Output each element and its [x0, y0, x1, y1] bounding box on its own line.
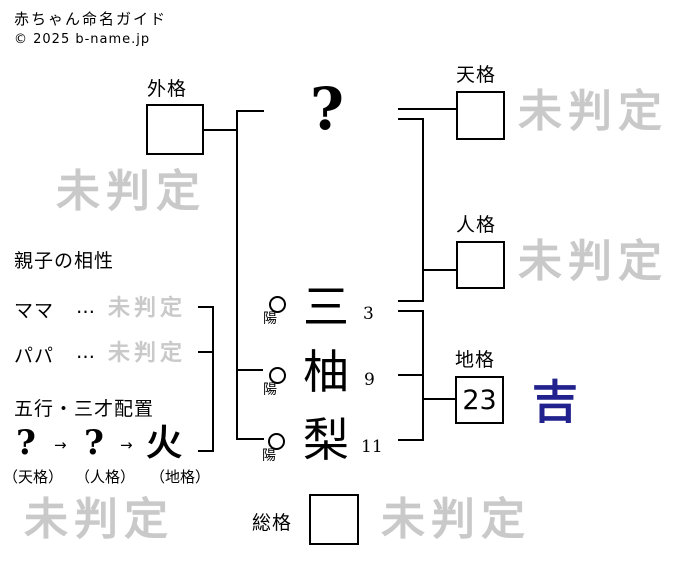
gaikaku-bracket-top-stub — [238, 110, 264, 112]
gogyou-paren-jinkaku: （人格） — [75, 468, 136, 486]
soukaku-box — [309, 494, 359, 545]
gogyou-arrow-icon: → — [54, 436, 67, 454]
papa-result-watermark: 未判定 — [108, 340, 187, 366]
jinkaku-box — [456, 241, 505, 289]
chikaku-value: 23 — [462, 384, 497, 416]
gaikaku-label: 外格 — [147, 78, 188, 100]
tenkaku-box-connector — [398, 108, 456, 110]
chikaku-label: 地格 — [455, 349, 496, 371]
compat-bracket-mama-stub — [198, 306, 212, 308]
copyright-text: © 2025 b-name.jp — [14, 32, 151, 47]
gogyou-element-jinkaku: ? — [84, 423, 104, 463]
soukaku-result-watermark: 未判定 — [381, 494, 531, 545]
jinkaku-bracket-bottom-stub — [398, 300, 424, 302]
papa-label: パパ — [14, 345, 55, 367]
gogyou-arrow-icon: → — [120, 436, 133, 454]
tenkaku-label: 天格 — [456, 64, 497, 86]
gaikaku-box — [146, 104, 204, 155]
name-char-2: 柚 — [303, 345, 349, 399]
gogyou-element-tenkaku: ? — [16, 423, 36, 463]
compat-bracket-vline — [212, 306, 214, 452]
yinyang-label-1: 陽 — [263, 311, 277, 327]
gaikaku-result-watermark: 未判定 — [56, 166, 206, 217]
jinkaku-bracket-vline — [422, 118, 424, 302]
gaikaku-bracket-bottom-stub — [238, 438, 264, 440]
jinkaku-result-watermark: 未判定 — [518, 236, 668, 287]
yinyang-circle-icon — [269, 367, 286, 384]
bottom-left-watermark: 未判定 — [24, 494, 174, 545]
gogyou-element-chikaku: 火 — [146, 422, 183, 464]
yinyang-circle-icon — [269, 296, 286, 313]
surname-placeholder: ? — [310, 75, 344, 143]
mama-result-watermark: 未判定 — [108, 295, 187, 321]
gaikaku-bracket-vline — [236, 110, 238, 440]
mama-label: ママ — [14, 300, 55, 322]
chikaku-box-connector — [424, 398, 455, 400]
tenkaku-box — [456, 91, 505, 140]
gaikaku-bracket-mid-stub — [238, 369, 263, 371]
soukaku-label: 総格 — [252, 512, 293, 534]
yinyang-label-3: 陽 — [262, 448, 276, 464]
page-title: 赤ちゃん命名ガイド — [14, 10, 168, 28]
chikaku-box: 23 — [455, 376, 504, 424]
compat-bracket-papa-stub — [198, 351, 212, 353]
gogyou-heading: 五行・三才配置 — [14, 398, 155, 420]
stroke-count-1: 3 — [363, 304, 374, 324]
papa-dots: … — [76, 341, 96, 363]
gaikaku-box-connector — [202, 129, 236, 131]
stroke-count-2: 9 — [364, 370, 375, 390]
chikaku-bracket-bottom-stub — [398, 439, 424, 441]
yinyang-label-2: 陽 — [263, 382, 277, 398]
gogyou-paren-tenkaku: （天格） — [3, 468, 64, 486]
chikaku-bracket-top-stub — [398, 310, 424, 312]
name-char-1: 三 — [303, 280, 349, 334]
chikaku-bracket-mid-stub — [398, 374, 424, 376]
compat-bracket-gogyou-stub — [198, 450, 212, 452]
name-char-3: 梨 — [303, 413, 349, 467]
stroke-count-3: 11 — [361, 437, 383, 457]
jinkaku-label: 人格 — [456, 214, 497, 236]
jinkaku-box-connector — [424, 269, 456, 271]
yinyang-circle-icon — [268, 433, 285, 450]
compatibility-heading: 親子の相性 — [14, 250, 115, 272]
chikaku-result-kichi: 吉 — [532, 375, 578, 429]
gogyou-paren-chikaku: （地格） — [150, 468, 211, 486]
mama-dots: … — [76, 296, 96, 318]
tenkaku-result-watermark: 未判定 — [518, 86, 668, 137]
jinkaku-bracket-top-stub — [398, 118, 424, 120]
